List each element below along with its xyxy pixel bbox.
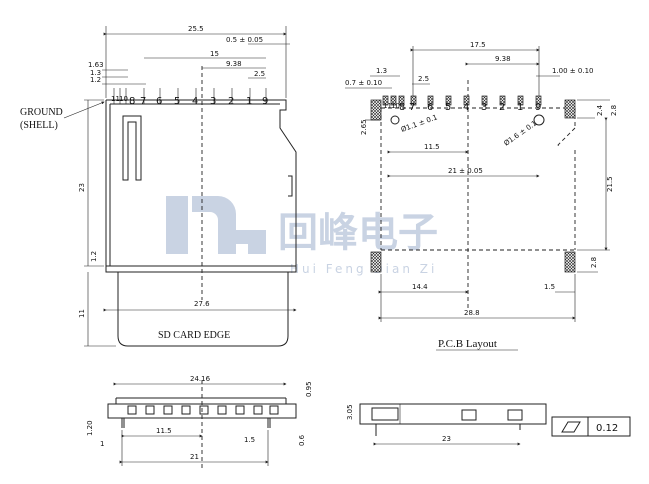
pcb-dim-1-5: 1.5 (544, 283, 555, 291)
pin-label: 3 (210, 96, 216, 107)
pin-label: 2 (499, 102, 505, 113)
dim-9-38: 9.38 (226, 60, 242, 68)
dim-0-7: 0.7 ± 0.10 (345, 79, 382, 87)
pin-label: 10 (391, 102, 400, 110)
pin-label: 8 (129, 96, 135, 107)
dim-1-00: 1.00 ± 0.10 (552, 67, 594, 75)
bottom-dim-21: 21 (190, 453, 199, 461)
watermark: 回峰电子 Hui Feng Dian Zi (166, 196, 438, 276)
pin-label: 4 (192, 96, 198, 107)
pin-label: 11 (383, 102, 392, 110)
pin-label: 1 (246, 96, 252, 107)
bottom-dim-1-5: 1.5 (244, 436, 255, 444)
flatness-value: 0.12 (596, 423, 618, 434)
bottom-pins (127, 405, 279, 415)
pcb-dim-1-3: 1.3 (376, 67, 387, 75)
pin-label: 3 (481, 102, 487, 113)
dim-1-20: 1.20 (86, 420, 94, 436)
pin-label: 9 (262, 96, 268, 107)
dim-14-4: 14.4 (412, 283, 428, 291)
pin-label: 9 (535, 102, 541, 113)
card-edge-label: SD CARD EDGE (158, 330, 230, 341)
front-view: 11 10 8 7 6 5 4 3 2 1 9 25.5 0.5 ± 0.05 … (20, 25, 297, 347)
front-body-outline (106, 99, 297, 267)
front-base-plate (105, 265, 297, 273)
hole-large-label: Ø1.6 ± 0.1 (503, 119, 539, 147)
watermark-logo-icon (166, 196, 266, 254)
bottom-dim-11-5: 11.5 (156, 427, 172, 435)
dim-11: 11 (78, 309, 86, 318)
pcb-dim-9-38: 9.38 (495, 55, 511, 63)
bottom-view: 24.16 0.95 1.20 11.5 1 1.5 0.6 21 (86, 375, 313, 470)
side-slot (371, 407, 399, 421)
pcb-dim-21: 21 ± 0.05 (448, 167, 483, 175)
dim-2-65: 2.65 (360, 119, 368, 135)
pcb-layout: 11 10 8 7 6 5 4 3 2 1 9 Ø1.1 ± 0.1 Ø1.6 … (345, 41, 618, 351)
pin-label: 7 (140, 96, 146, 107)
front-pins (113, 88, 267, 104)
ground-spring (122, 115, 142, 181)
pin-label: 1 (517, 102, 523, 113)
pin-label: 8 (399, 102, 405, 113)
pin-label: 2 (228, 96, 234, 107)
dim-1-2b: 1.2 (90, 251, 98, 262)
dim-24-16: 24.16 (190, 375, 211, 383)
flatness-frame (551, 416, 631, 437)
pcb-corner-pad (564, 251, 576, 273)
dim-1-3: 1.3 (90, 69, 101, 77)
dim-0-95: 0.95 (305, 381, 313, 397)
dim-17-5: 17.5 (470, 41, 486, 49)
pin-label: 7 (409, 102, 415, 113)
pcb-hole-large (533, 114, 545, 126)
dim-28-8: 28.8 (464, 309, 480, 317)
side-body (359, 403, 547, 425)
pcb-hole-small (390, 115, 400, 125)
front-pin-labels: 11 10 8 7 6 5 4 3 2 1 9 (111, 95, 268, 107)
watermark-company-en: Hui Feng Dian Zi (290, 262, 437, 276)
dim-2-8-low: 2.8 (590, 257, 598, 268)
pin-label: 5 (174, 96, 180, 107)
flatness-icon (561, 421, 581, 433)
dim-2-8-right: 2.8 (610, 105, 618, 116)
dim-1-2: 1.2 (90, 76, 101, 84)
pin-label: 4 (463, 102, 469, 113)
pin-label: 10 (119, 95, 128, 103)
pcb-corner-pad (370, 99, 382, 121)
watermark-company-cn: 回峰电子 (278, 210, 438, 256)
ground-label: GROUND (20, 107, 63, 118)
dim-0-5: 0.5 ± 0.05 (226, 36, 263, 44)
dim-0-6: 0.6 (298, 434, 306, 446)
hole-small-label: Ø1.1 ± 0.1 (400, 113, 439, 134)
pcb-corner-pad (370, 251, 382, 273)
dim-21-5: 21.5 (606, 176, 614, 192)
dim-3-05: 3.05 (346, 404, 354, 420)
side-view: 3.05 23 0.12 (346, 403, 631, 446)
dim-width-top: 25.5 (188, 25, 204, 33)
dim-height: 23 (78, 183, 86, 192)
pcb-dim-11-5: 11.5 (424, 143, 440, 151)
pcb-pin-labels: 11 10 8 7 6 5 4 3 2 1 9 (383, 102, 541, 113)
pin-label: 6 (427, 102, 433, 113)
pcb-layout-title: P.C.B Layout (438, 338, 497, 350)
shell-label: (SHELL) (20, 120, 58, 131)
pcb-dim-2-5: 2.5 (418, 75, 429, 83)
pin-label: 6 (156, 96, 162, 107)
dim-2-4: 2.4 (596, 104, 604, 116)
pcb-pin-pads (382, 95, 542, 106)
dim-2-5: 2.5 (254, 70, 265, 78)
dim-1-63: 1.63 (88, 61, 104, 69)
side-dim-23: 23 (442, 435, 451, 443)
bottom-body (107, 403, 297, 419)
pin-label: 5 (445, 102, 451, 113)
pin-label: 11 (111, 95, 120, 103)
bottom-dim-1: 1 (100, 440, 104, 448)
dim-width-27-6: 27.6 (194, 300, 210, 308)
dim-15: 15 (210, 50, 219, 58)
pcb-corner-pad (564, 99, 576, 119)
sd-card-edge (117, 272, 289, 347)
